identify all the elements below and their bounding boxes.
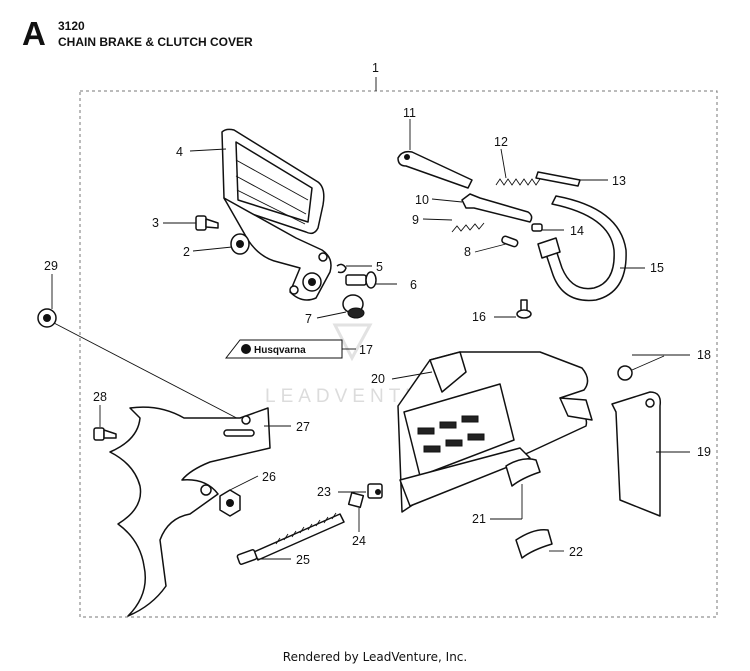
part-26-nut[interactable]	[219, 489, 241, 517]
callout-1: 1	[372, 61, 379, 75]
callout-17: 17	[359, 343, 373, 357]
part-3-screw[interactable]	[195, 215, 219, 231]
watermark-logo	[332, 323, 373, 362]
callout-18: 18	[697, 348, 711, 362]
callout-16: 16	[472, 310, 486, 324]
callout-28: 28	[93, 390, 107, 404]
callout-3: 3	[152, 216, 159, 230]
leader-lines	[51, 119, 690, 560]
diagram-number: 3120	[58, 19, 85, 33]
part-19-cover-plate[interactable]	[611, 391, 662, 517]
part-2-bushing[interactable]	[230, 233, 250, 255]
callout-9: 9	[412, 213, 419, 227]
callout-12: 12	[494, 135, 508, 149]
callout-23: 23	[317, 485, 331, 499]
callout-10: 10	[415, 193, 429, 207]
callout-19: 19	[697, 445, 711, 459]
part-7-nut[interactable]	[342, 294, 365, 319]
part-10-lever[interactable]	[461, 193, 533, 223]
callout-7: 7	[305, 312, 312, 326]
part-11-link[interactable]	[397, 150, 473, 189]
part-28-screw[interactable]	[93, 427, 117, 441]
callout-4: 4	[176, 145, 183, 159]
footer-credit: Rendered by LeadVenture, Inc.	[282, 650, 468, 664]
part-16-screw[interactable]	[516, 299, 532, 319]
callout-11: 11	[403, 106, 416, 120]
callout-24: 24	[352, 534, 366, 548]
assembly-boundary	[79, 90, 718, 618]
part-15-brake-band[interactable]	[537, 195, 627, 302]
callout-13: 13	[612, 174, 626, 188]
part-14-pin[interactable]	[531, 223, 543, 232]
callout-14: 14	[570, 224, 584, 238]
section-letter: A	[22, 15, 46, 52]
part-9-spring[interactable]	[451, 222, 485, 233]
callout-29: 29	[44, 259, 58, 273]
callout-6: 6	[410, 278, 417, 292]
callout-25: 25	[296, 553, 310, 567]
leader-29-line	[53, 322, 253, 427]
part-23-stud[interactable]	[367, 483, 383, 499]
callout-26: 26	[262, 470, 276, 484]
callout-21: 21	[472, 512, 486, 526]
part-18-screw[interactable]	[617, 355, 665, 381]
part-17-decal[interactable]: Husqvarna	[224, 339, 343, 359]
part-5-washer[interactable]	[336, 263, 347, 274]
part-27-bumper-spike[interactable]	[109, 406, 271, 617]
part-6-screw[interactable]	[345, 271, 377, 289]
callout-8: 8	[464, 245, 471, 259]
part-4-hand-guard[interactable]	[221, 128, 332, 301]
part-29-nut[interactable]	[37, 308, 57, 328]
part-24-nut[interactable]	[347, 491, 365, 509]
part-8-pin[interactable]	[501, 235, 519, 248]
callout-5: 5	[376, 260, 383, 274]
diagram-title: CHAIN BRAKE & CLUTCH COVER	[58, 35, 253, 49]
part-20-clutch-cover[interactable]	[397, 351, 593, 513]
part-22-guide[interactable]	[515, 528, 553, 559]
callout-20: 20	[371, 372, 385, 386]
part-25-bar-bolt[interactable]	[236, 512, 345, 565]
callout-15: 15	[650, 261, 664, 275]
callout-22: 22	[569, 545, 583, 559]
callout-2: 2	[183, 245, 190, 259]
decal-text: Husqvarna	[254, 345, 306, 356]
part-13-plate[interactable]	[535, 171, 581, 187]
part-21-guide[interactable]	[505, 458, 541, 487]
part-12-spring[interactable]	[495, 178, 541, 186]
callout-27: 27	[296, 420, 310, 434]
